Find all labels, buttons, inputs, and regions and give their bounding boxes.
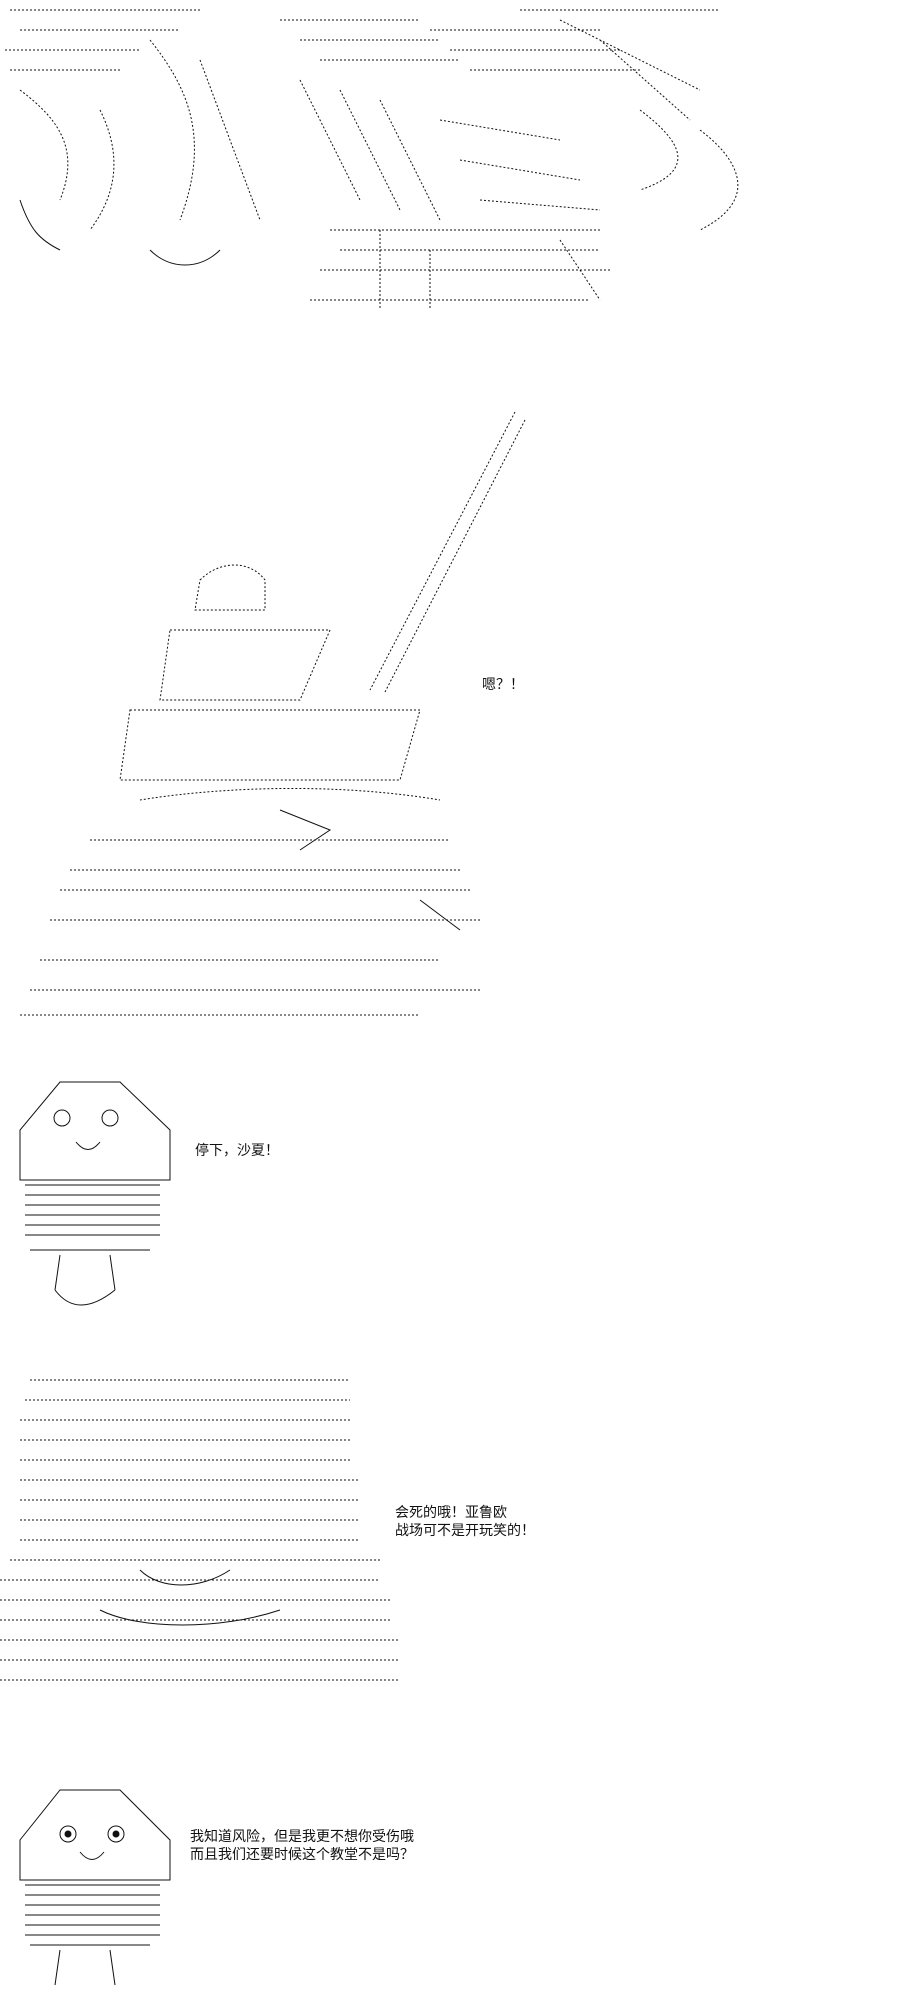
ascii-art-round-face-character [0, 1060, 200, 1320]
ascii-art-panel-battle [0, 0, 912, 320]
speech-knight: 嗯？！ [482, 677, 524, 693]
ascii-art-knight-with-sword [0, 400, 912, 1040]
knight-drawing [20, 411, 526, 1016]
ascii-art-round-face-character-b [0, 1780, 200, 2000]
round-face-drawing [19, 1081, 171, 1306]
speech-face-b-line-2: 而且我们还要时候这个教堂不是吗？ [190, 1847, 414, 1863]
battle-scene-drawing [5, 9, 739, 310]
ascii-art-battle-scene [0, 0, 912, 320]
ascii-art-panel-armor: 会死的哦！亚鲁欧 战场可不是开玩笑的！ [0, 1370, 912, 1710]
speech-armor: 会死的哦！亚鲁欧 战场可不是开玩笑的！ [395, 1504, 535, 1540]
ascii-art-panel-knight: 嗯？！ [0, 400, 912, 1040]
speech-face-a: 停下，沙夏！ [195, 1143, 279, 1159]
speech-face-b: 我知道风险，但是我更不想你受伤哦 而且我们还要时候这个教堂不是吗？ [190, 1828, 414, 1864]
ascii-art-armored-figure [0, 1370, 420, 1710]
round-face-b-drawing [19, 1789, 171, 1986]
speech-armor-line-2: 战场可不是开玩笑的！ [395, 1523, 535, 1539]
ascii-art-panel-face-b: 我知道风险，但是我更不想你受伤哦 而且我们还要时候这个教堂不是吗？ [0, 1780, 912, 2000]
armor-drawing [0, 1379, 400, 1681]
speech-armor-line-1: 会死的哦！亚鲁欧 [395, 1505, 507, 1521]
speech-face-b-line-1: 我知道风险，但是我更不想你受伤哦 [190, 1829, 414, 1845]
ascii-art-panel-face-a: 停下，沙夏！ [0, 1060, 912, 1320]
